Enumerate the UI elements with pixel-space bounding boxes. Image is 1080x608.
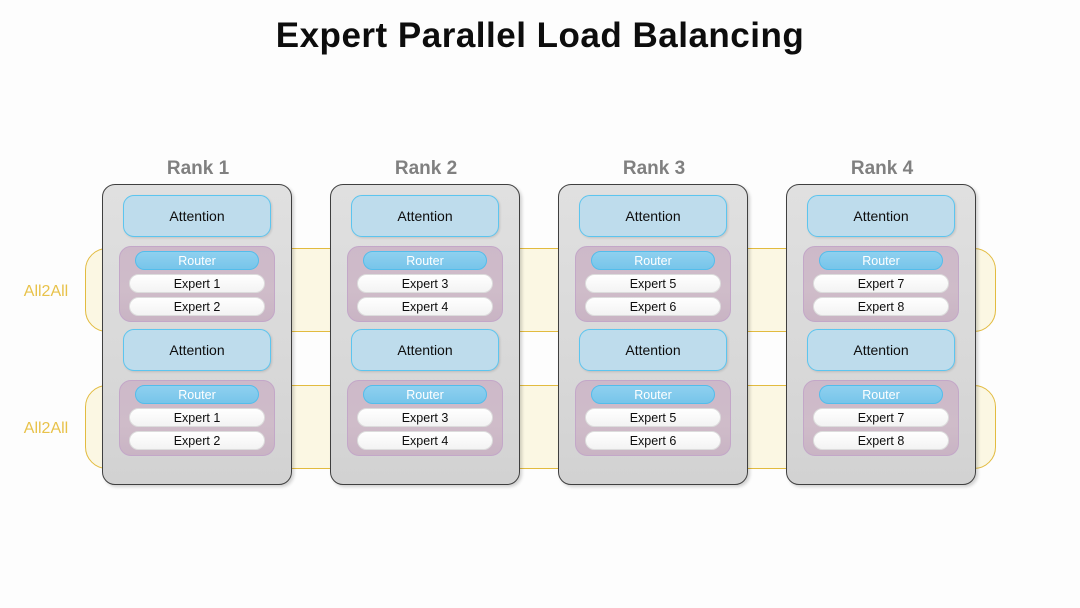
rank-column-2: Rank 2 Attention Router Expert 3 Expert … [330, 158, 522, 485]
router-block[interactable]: Router [363, 251, 487, 270]
rank-label-1: Rank 1 [166, 158, 230, 179]
layer-spacer [559, 322, 747, 329]
expert-block[interactable]: Expert 8 [813, 297, 949, 316]
layer-spacer [103, 322, 291, 329]
rank-column-1: Rank 1 Attention Router Expert 1 Expert … [102, 158, 294, 485]
expert-block[interactable]: Expert 5 [585, 274, 721, 293]
layer-spacer [331, 322, 519, 329]
moe-block[interactable]: Router Expert 3 Expert 4 [347, 380, 503, 456]
rank-label-4: Rank 4 [850, 158, 914, 179]
rank-column-3: Rank 3 Attention Router Expert 5 Expert … [558, 158, 750, 485]
expert-block[interactable]: Expert 3 [357, 408, 493, 427]
attention-block[interactable]: Attention [807, 195, 955, 237]
attention-block[interactable]: Attention [579, 195, 727, 237]
rank-container-3[interactable]: Attention Router Expert 5 Expert 6 Atten… [558, 184, 748, 485]
moe-block[interactable]: Router Expert 3 Expert 4 [347, 246, 503, 322]
layer-spacer [787, 322, 975, 329]
rank-label-3: Rank 3 [622, 158, 686, 179]
expert-block[interactable]: Expert 8 [813, 431, 949, 450]
expert-block[interactable]: Expert 4 [357, 297, 493, 316]
expert-block[interactable]: Expert 7 [813, 274, 949, 293]
expert-block[interactable]: Expert 7 [813, 408, 949, 427]
moe-block[interactable]: Router Expert 5 Expert 6 [575, 380, 731, 456]
expert-block[interactable]: Expert 6 [585, 431, 721, 450]
attention-block[interactable]: Attention [351, 329, 499, 371]
router-block[interactable]: Router [363, 385, 487, 404]
moe-block[interactable]: Router Expert 7 Expert 8 [803, 246, 959, 322]
expert-block[interactable]: Expert 4 [357, 431, 493, 450]
expert-block[interactable]: Expert 1 [129, 408, 265, 427]
rank-container-2[interactable]: Attention Router Expert 3 Expert 4 Atten… [330, 184, 520, 485]
attention-block[interactable]: Attention [579, 329, 727, 371]
router-block[interactable]: Router [591, 385, 715, 404]
moe-block[interactable]: Router Expert 7 Expert 8 [803, 380, 959, 456]
expert-block[interactable]: Expert 1 [129, 274, 265, 293]
attention-block[interactable]: Attention [123, 329, 271, 371]
expert-block[interactable]: Expert 2 [129, 297, 265, 316]
expert-block[interactable]: Expert 6 [585, 297, 721, 316]
expert-block[interactable]: Expert 2 [129, 431, 265, 450]
all2all-label-2: All2All [23, 420, 69, 437]
rank-container-4[interactable]: Attention Router Expert 7 Expert 8 Atten… [786, 184, 976, 485]
router-block[interactable]: Router [135, 385, 259, 404]
rank-column-4: Rank 4 Attention Router Expert 7 Expert … [786, 158, 978, 485]
attention-block[interactable]: Attention [351, 195, 499, 237]
attention-block[interactable]: Attention [123, 195, 271, 237]
moe-block[interactable]: Router Expert 1 Expert 2 [119, 246, 275, 322]
moe-block[interactable]: Router Expert 5 Expert 6 [575, 246, 731, 322]
attention-block[interactable]: Attention [807, 329, 955, 371]
router-block[interactable]: Router [591, 251, 715, 270]
router-block[interactable]: Router [819, 251, 943, 270]
moe-block[interactable]: Router Expert 1 Expert 2 [119, 380, 275, 456]
expert-block[interactable]: Expert 5 [585, 408, 721, 427]
router-block[interactable]: Router [135, 251, 259, 270]
expert-block[interactable]: Expert 3 [357, 274, 493, 293]
all2all-label-1: All2All [23, 283, 69, 300]
router-block[interactable]: Router [819, 385, 943, 404]
page-title: Expert Parallel Load Balancing [275, 16, 805, 55]
rank-container-1[interactable]: Attention Router Expert 1 Expert 2 Atten… [102, 184, 292, 485]
rank-label-2: Rank 2 [394, 158, 458, 179]
